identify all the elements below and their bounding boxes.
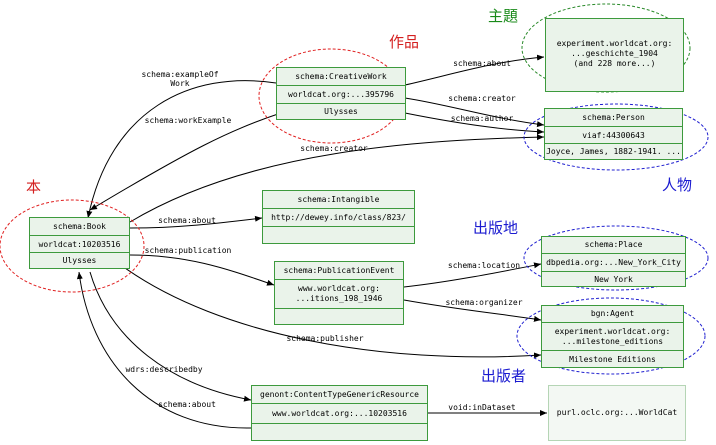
edge-publication [129,254,275,286]
label-creator-work: schema:creator [448,94,516,103]
publisher-highlight-ellipse [516,297,706,375]
annotation-place: 出版地 [473,219,518,237]
annotation-subject: 主題 [488,7,518,25]
intangible-empty [263,226,414,243]
edge-author [404,112,545,135]
publication-event-id: www.worldcat.org: ...itions_198_1946 [275,279,403,308]
book-highlight-ellipse [0,199,145,293]
agent-name: Milestone Editions [542,350,683,367]
generic-resource-id: www.worldcat.org:...10203516 [252,403,427,423]
edge-example-of-work [86,80,277,219]
subject-highlight-ellipse [521,3,691,93]
edge-about-dewey [129,215,263,229]
subject-node[interactable]: experiment.worldcat.org: ...geschichte_1… [545,18,684,92]
subject-id: experiment.worldcat.org: ...geschichte_1… [556,39,673,68]
generic-resource-type: genont:ContentTypeGenericResource [260,390,419,399]
edge-about-subject [404,54,545,86]
person-type: schema:Person [582,113,645,122]
label-publication: schema:publication [145,246,232,255]
publication-event-empty [275,308,403,324]
edge-about-generic [76,271,252,429]
edge-creator-work [404,97,545,128]
annotation-publisher: 出版者 [481,367,526,385]
dataset-node[interactable]: purl.oclc.org:...WorldCat [548,385,686,441]
person-name: Joyce, James, 1882-1941. ... [545,143,682,159]
creative-work-type: schema:CreativeWork [295,72,387,81]
book-node[interactable]: schema:Book worldcat:10203516 Ulysses [29,217,130,269]
place-id: dbpedia.org:...New_York_City [542,253,685,271]
label-publisher: schema:publisher [286,334,363,343]
label-about-generic: schema:about [158,400,216,409]
person-node[interactable]: schema:Person viaf:44300643 Joyce, James… [544,108,683,160]
edge-described-by [89,271,252,402]
agent-id: experiment.worldcat.org: ...milestone_ed… [542,322,683,350]
label-in-dataset: void:inDataset [448,403,516,412]
person-id: viaf:44300643 [545,126,682,143]
edge-organizer [403,299,542,322]
generic-resource-empty [252,423,427,440]
place-node[interactable]: schema:Place dbpedia.org:...New_York_Cit… [541,236,686,287]
publication-event-node[interactable]: schema:PublicationEvent www.worldcat.org… [274,261,404,325]
annotation-person: 人物 [662,176,692,194]
agent-node[interactable]: bgn:Agent experiment.worldcat.org: ...mi… [541,305,684,368]
intangible-node[interactable]: schema:Intangible http://dewey.info/clas… [262,190,415,244]
person-highlight-ellipse [523,103,709,171]
edge-publisher [124,267,542,359]
agent-type: bgn:Agent [590,309,635,318]
publication-event-type: schema:PublicationEvent [283,266,395,275]
intangible-id: http://dewey.info/class/823/ [263,208,414,226]
generic-resource-node[interactable]: genont:ContentTypeGenericResource www.wo… [251,385,428,441]
edge-creator-book [129,134,545,223]
label-about-subject: schema:about [453,59,511,68]
place-name: New York [542,271,685,286]
annotation-work: 作品 [389,33,419,51]
edge-work-example [89,113,279,211]
label-author: schema:author [451,114,514,123]
book-type: schema:Book [53,222,106,231]
creative-work-id: worldcat.org:...395796 [277,85,405,103]
creative-work-node[interactable]: schema:CreativeWork worldcat.org:...3957… [276,67,406,120]
book-title: Ulysses [30,252,129,268]
place-highlight-ellipse [523,225,709,291]
label-location: schema:location [448,261,520,270]
dataset-id: purl.oclc.org:...WorldCat [556,408,678,417]
label-work-example: schema:workExample [145,116,232,125]
intangible-type: schema:Intangible [297,195,380,204]
label-about-dewey: schema:about [158,216,216,225]
label-creator-book: schema:creator [300,144,368,153]
place-type: schema:Place [584,240,643,249]
label-described-by: wdrs:describedby [125,365,202,374]
creative-work-title: Ulysses [277,103,405,119]
label-organizer: schema:organizer [445,298,522,307]
book-id: worldcat:10203516 [30,235,129,252]
annotation-book: 本 [26,178,41,196]
